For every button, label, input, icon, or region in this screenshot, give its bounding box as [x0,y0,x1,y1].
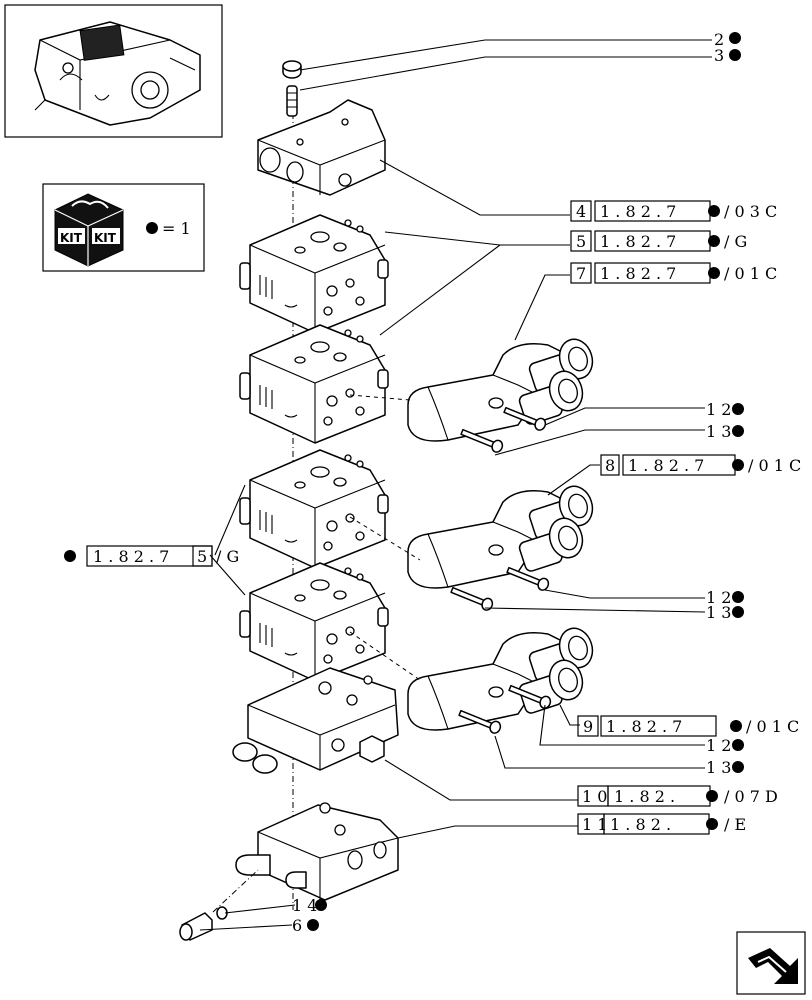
callout-10[interactable]: 1 0 1 . 8 2 . / 0 7 D [577,785,778,807]
svg-text:/ 0 1 C: / 0 1 C [746,717,799,736]
svg-text:1 4: 1 4 [292,896,317,915]
svg-text:1 3: 1 3 [706,422,731,441]
plug-part [282,60,302,79]
end-cover-part [257,99,386,196]
svg-text:9: 9 [583,717,593,736]
svg-text:1 . 8 2 .: 1 . 8 2 . [610,815,671,834]
callout-left[interactable]: 1 . 8 2 . 7 5 / G [64,545,239,567]
valve-section-2 [239,324,389,444]
callout-12a[interactable]: 1 2 [706,400,744,419]
inlet-section-part [232,667,399,774]
callout-13a[interactable]: 1 3 [706,422,744,441]
callout-5[interactable]: 5 1 . 8 2 . 7 / G [570,230,747,252]
callout-12c[interactable]: 1 2 [706,736,744,755]
svg-text:1 . 8 2 . 7: 1 . 8 2 . 7 [600,264,676,283]
svg-text:1 3: 1 3 [706,758,731,777]
svg-text:6: 6 [292,916,302,935]
kit-label-right: KIT [94,231,117,245]
svg-text:5: 5 [197,547,207,566]
svg-text:/ 0 3 C: / 0 3 C [724,202,777,221]
svg-text:8: 8 [605,456,615,475]
svg-text:/ E: / E [724,815,746,834]
svg-text:/ 0 1 C: / 0 1 C [724,264,777,283]
svg-text:/ 0 7 D: / 0 7 D [724,787,778,806]
kit-icon: KIT KIT [54,193,124,267]
svg-text:1 2: 1 2 [706,400,731,419]
callout-3[interactable]: 3 [714,46,741,65]
callout-13c[interactable]: 1 3 [706,758,744,777]
bullet-icon [146,222,158,234]
lever-bracket-1 [407,334,599,442]
align-line-2 [349,516,421,561]
callout-9[interactable]: 9 1 . 8 2 . 7 / 0 1 C [577,715,799,737]
callout-12b[interactable]: 1 2 [706,588,744,607]
svg-text:1 2: 1 2 [706,588,731,607]
valve-section-4 [239,562,389,682]
callout-2[interactable]: 2 [714,30,741,49]
callout-6[interactable]: 6 [292,916,319,935]
callout-13b[interactable]: 1 3 [706,603,744,622]
svg-text:7: 7 [576,264,586,283]
kit-label-left: KIT [60,231,83,245]
svg-text:1 . 8 2 . 7: 1 . 8 2 . 7 [93,547,169,566]
svg-text:1 . 8 2 . 7: 1 . 8 2 . 7 [628,456,704,475]
align-line-1 [349,394,411,401]
svg-text:5: 5 [576,232,586,251]
svg-text:1 2: 1 2 [706,736,731,755]
svg-text:1 . 8 2 . 7: 1 . 8 2 . 7 [600,232,676,251]
lever-bracket-3 [407,623,599,731]
svg-text:3: 3 [714,46,724,65]
svg-text:1 . 8 2 . 7: 1 . 8 2 . 7 [606,717,682,736]
valve-section-1 [239,214,389,334]
svg-text:1 . 8 2 . 7: 1 . 8 2 . 7 [600,202,676,221]
fitting-part [179,912,213,941]
svg-text:/ G: / G [724,232,747,251]
callout-8[interactable]: 8 1 . 8 2 . 7 / 0 1 C [600,454,801,476]
callout-4[interactable]: 4 1 . 8 2 . 7 / 0 3 C [570,200,777,222]
svg-text:1 3: 1 3 [706,603,731,622]
svg-text:2: 2 [714,30,724,49]
callout-14[interactable]: 1 4 [292,896,327,915]
svg-text:1 . 8 2 .: 1 . 8 2 . [614,787,675,806]
callout-11[interactable]: 1 1 1 . 8 2 . / E [577,813,746,835]
outlet-section-part [235,802,399,901]
align-line-4 [212,869,259,913]
leader-lines [199,39,712,931]
spring-part [286,85,298,117]
kit-legend: KIT KIT = 1 [42,183,205,272]
svg-text:1 0: 1 0 [582,787,607,806]
svg-text:/ 0 1 C: / 0 1 C [748,456,801,475]
align-line-3 [349,631,421,681]
svg-text:4: 4 [576,202,586,221]
svg-text:/ G: / G [216,547,239,566]
tractor-thumbnail-icon [4,4,223,138]
legend-value: = 1 [162,219,191,238]
lever-bracket-2 [407,481,599,589]
callout-7[interactable]: 7 1 . 8 2 . 7 / 0 1 C [570,262,777,284]
navigation-arrow-icon[interactable] [736,931,806,995]
svg-text:1 1: 1 1 [582,815,607,834]
valve-section-3 [239,449,389,569]
